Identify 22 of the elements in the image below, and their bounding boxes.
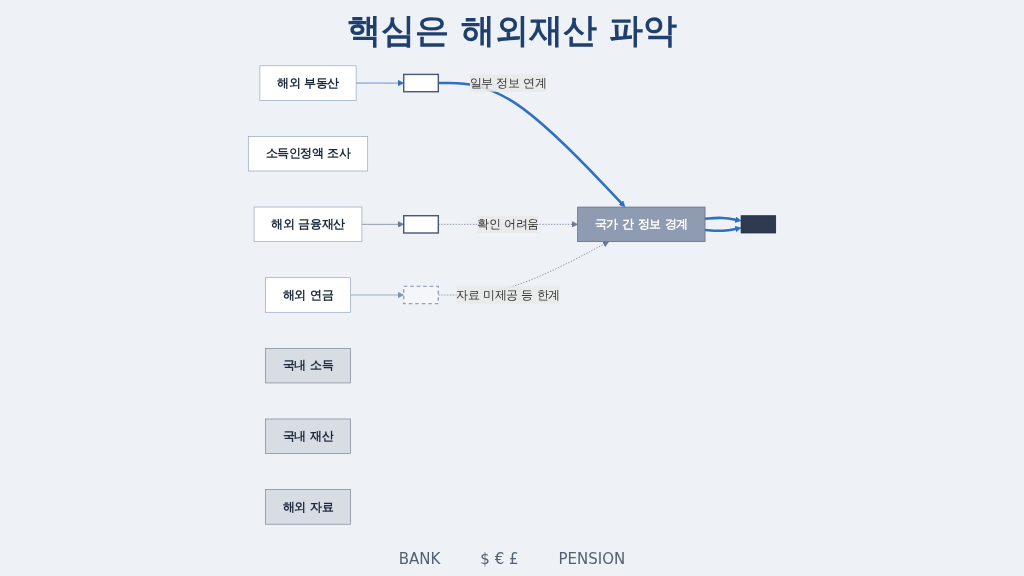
node-box: 해외 자료 <box>265 489 351 525</box>
arrow <box>704 225 742 233</box>
arrow <box>438 81 626 208</box>
node-box <box>740 215 777 234</box>
edge-label: 일부 정보 연계 <box>469 75 547 90</box>
picture-label: $ € £ <box>480 550 519 568</box>
node-box <box>403 73 440 93</box>
node-box <box>403 285 440 305</box>
arrow <box>704 216 742 223</box>
node-box: 해외 부동산 <box>259 65 357 101</box>
node-box: 국내 재산 <box>265 418 351 454</box>
node-box <box>403 215 440 234</box>
title: 핵심은 해외재산 파악 <box>346 9 678 52</box>
picture-label: PENSION <box>558 550 626 568</box>
edge-label: 확인 어려움 <box>477 217 539 231</box>
node-box: 국가 간 정보 경계 <box>577 206 706 242</box>
picture-label: BANK <box>398 550 441 568</box>
node-box: 국내 소득 <box>265 347 351 384</box>
node-box: 해외 연금 <box>265 277 351 313</box>
node-box: 해외 금융재산 <box>253 206 363 242</box>
node-box: 소득인정액 조사 <box>247 136 369 172</box>
edge-label: 자료 미제공 등 한계 <box>456 287 560 302</box>
